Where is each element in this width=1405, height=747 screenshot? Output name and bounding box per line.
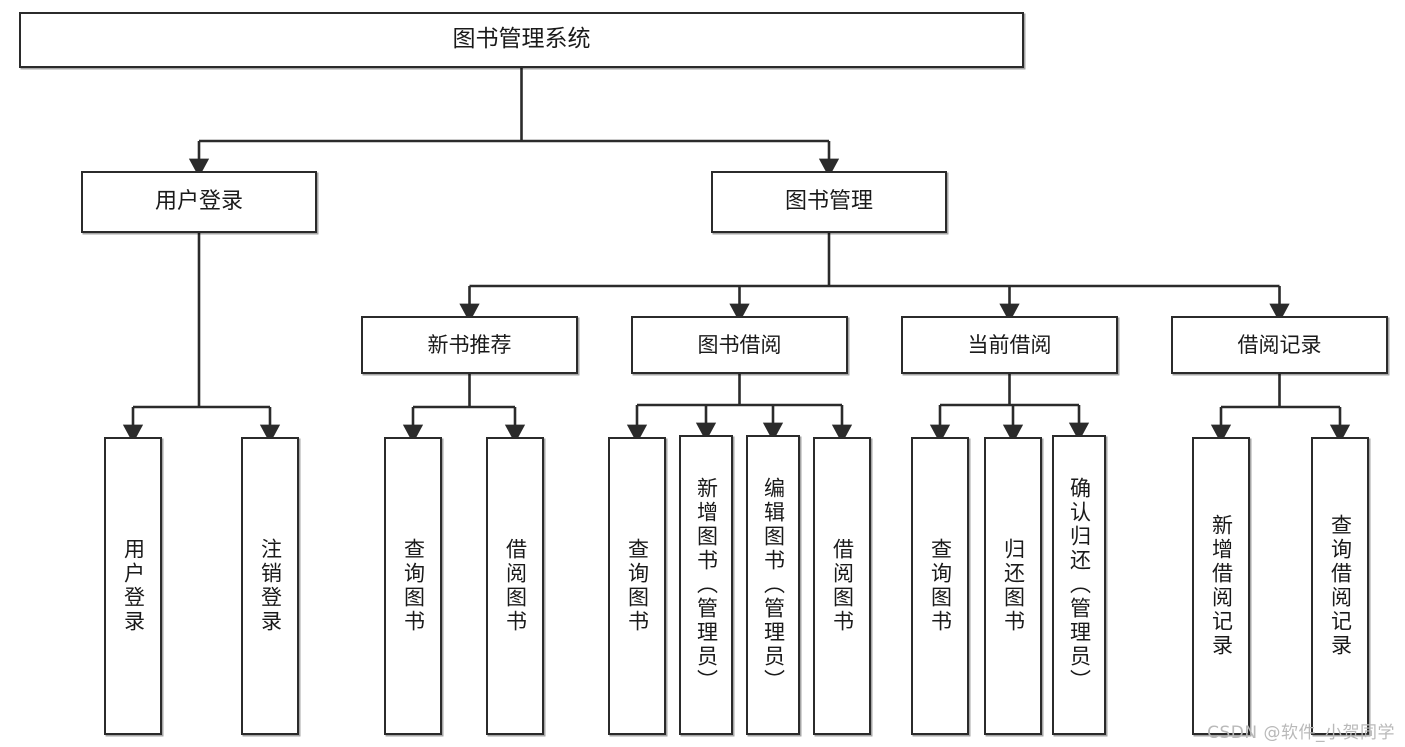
node-label: 借阅记录 xyxy=(1237,332,1322,357)
node-leaf-query-book-2[interactable]: 查询图书 xyxy=(608,437,666,735)
node-user-login[interactable]: 用户登录 xyxy=(81,171,317,233)
node-new-book-recommendation[interactable]: 新书推荐 xyxy=(361,316,578,374)
node-leaf-confirm-return-admin[interactable]: 确认归还（管理员） xyxy=(1052,435,1106,735)
node-label: 新书推荐 xyxy=(427,332,512,357)
node-leaf-logout[interactable]: 注销登录 xyxy=(241,437,299,735)
node-label: 图书借阅 xyxy=(697,332,782,357)
node-label: 用户登录 xyxy=(154,189,243,215)
node-leaf-return-book[interactable]: 归还图书 xyxy=(984,437,1042,735)
node-label: 查询图书 xyxy=(928,538,953,634)
node-label: 当前借阅 xyxy=(967,332,1052,357)
node-leaf-borrow-book-2[interactable]: 借阅图书 xyxy=(813,437,871,735)
node-label: 查询图书 xyxy=(625,538,650,634)
node-leaf-add-book-admin[interactable]: 新增图书（管理员） xyxy=(679,435,733,735)
node-label: 查询借阅记录 xyxy=(1328,514,1353,658)
node-label: 借阅图书 xyxy=(503,538,528,634)
node-label: 归还图书 xyxy=(1001,538,1026,634)
node-label: 用户登录 xyxy=(121,538,146,634)
node-book-management[interactable]: 图书管理 xyxy=(711,171,947,233)
node-current-borrow[interactable]: 当前借阅 xyxy=(901,316,1118,374)
node-leaf-query-borrow-record[interactable]: 查询借阅记录 xyxy=(1311,437,1369,735)
node-leaf-borrow-book-1[interactable]: 借阅图书 xyxy=(486,437,544,735)
node-label: 借阅图书 xyxy=(830,538,855,634)
node-leaf-add-borrow-record[interactable]: 新增借阅记录 xyxy=(1192,437,1250,735)
node-leaf-user-login[interactable]: 用户登录 xyxy=(104,437,162,735)
node-leaf-query-book-3[interactable]: 查询图书 xyxy=(911,437,969,735)
node-label: 新增借阅记录 xyxy=(1209,514,1234,658)
node-leaf-query-book-1[interactable]: 查询图书 xyxy=(384,437,442,735)
node-label: 新增图书（管理员） xyxy=(694,477,719,693)
node-label: 确认归还（管理员） xyxy=(1067,477,1092,693)
node-root-book-management-system[interactable]: 图书管理系统 xyxy=(19,12,1024,68)
node-leaf-edit-book-admin[interactable]: 编辑图书（管理员） xyxy=(746,435,800,735)
watermark-text: CSDN @软件_小贺同学 xyxy=(1207,723,1395,743)
node-borrow-record[interactable]: 借阅记录 xyxy=(1171,316,1388,374)
node-label: 图书管理系统 xyxy=(452,26,591,53)
node-label: 注销登录 xyxy=(258,538,283,634)
node-label: 编辑图书（管理员） xyxy=(761,477,786,693)
node-label: 查询图书 xyxy=(401,538,426,634)
node-book-borrow[interactable]: 图书借阅 xyxy=(631,316,848,374)
node-label: 图书管理 xyxy=(784,189,873,215)
